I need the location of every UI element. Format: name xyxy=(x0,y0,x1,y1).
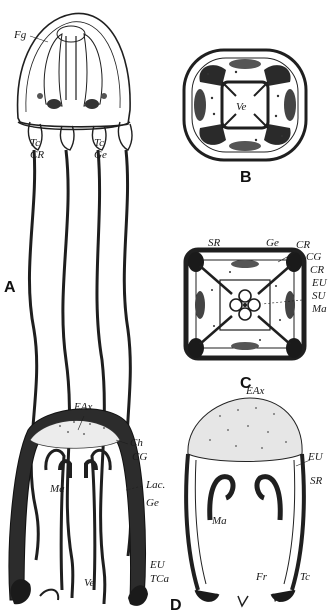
label-d-left-ve: Ve xyxy=(84,577,95,589)
label-d-left-cg: CG xyxy=(132,451,147,463)
label-c-ma: Ma xyxy=(311,303,327,315)
label-d-right-fr: Fr xyxy=(255,571,268,583)
label-d-left-eax: EAx xyxy=(73,401,92,413)
label-d-left-ch: Ch xyxy=(130,437,143,449)
panel-d-right-section xyxy=(186,398,304,606)
label-d-left-ge: Ge xyxy=(146,497,159,509)
label-a-ge: Ge xyxy=(94,149,107,161)
panel-letter-b: B xyxy=(240,169,252,186)
label-d-right-eu: EU xyxy=(307,451,324,463)
label-a-tc-right: Tc xyxy=(94,137,104,149)
panel-a-medusa-drawing xyxy=(18,13,132,604)
label-c-sr: SR xyxy=(208,237,221,249)
label-d-left-tca: TCa xyxy=(150,573,169,585)
label-c-cg: CG xyxy=(306,251,321,263)
label-c-cr: CR xyxy=(310,264,324,276)
label-d-right-ve: Ve xyxy=(272,593,283,605)
label-a-fg: Fg xyxy=(13,29,27,41)
label-b-ve: Ve xyxy=(236,101,247,113)
label-d-left-ma: Ma xyxy=(49,483,65,495)
label-d-right-ma: Ma xyxy=(211,515,227,527)
label-d-right-tc: Tc xyxy=(300,571,310,583)
label-c-eu: EU xyxy=(311,277,328,289)
label-c-ge: Ge xyxy=(266,237,279,249)
panel-letter-d: D xyxy=(170,597,182,614)
label-a-cr: CR xyxy=(30,149,44,161)
panel-c-cross-section xyxy=(186,250,304,358)
label-a-tc-left: Tc xyxy=(30,137,40,149)
panel-letter-a: A xyxy=(4,279,16,296)
label-d-right-eax: EAx xyxy=(245,385,264,397)
label-d-left-lac: Lac. xyxy=(145,479,165,491)
label-c-cr-top: CR xyxy=(296,239,310,251)
label-d-right-sr: SR xyxy=(310,475,323,487)
label-d-left-eu: EU xyxy=(149,559,166,571)
panel-d-left-section xyxy=(9,409,148,606)
label-c-su: SU xyxy=(312,290,327,302)
